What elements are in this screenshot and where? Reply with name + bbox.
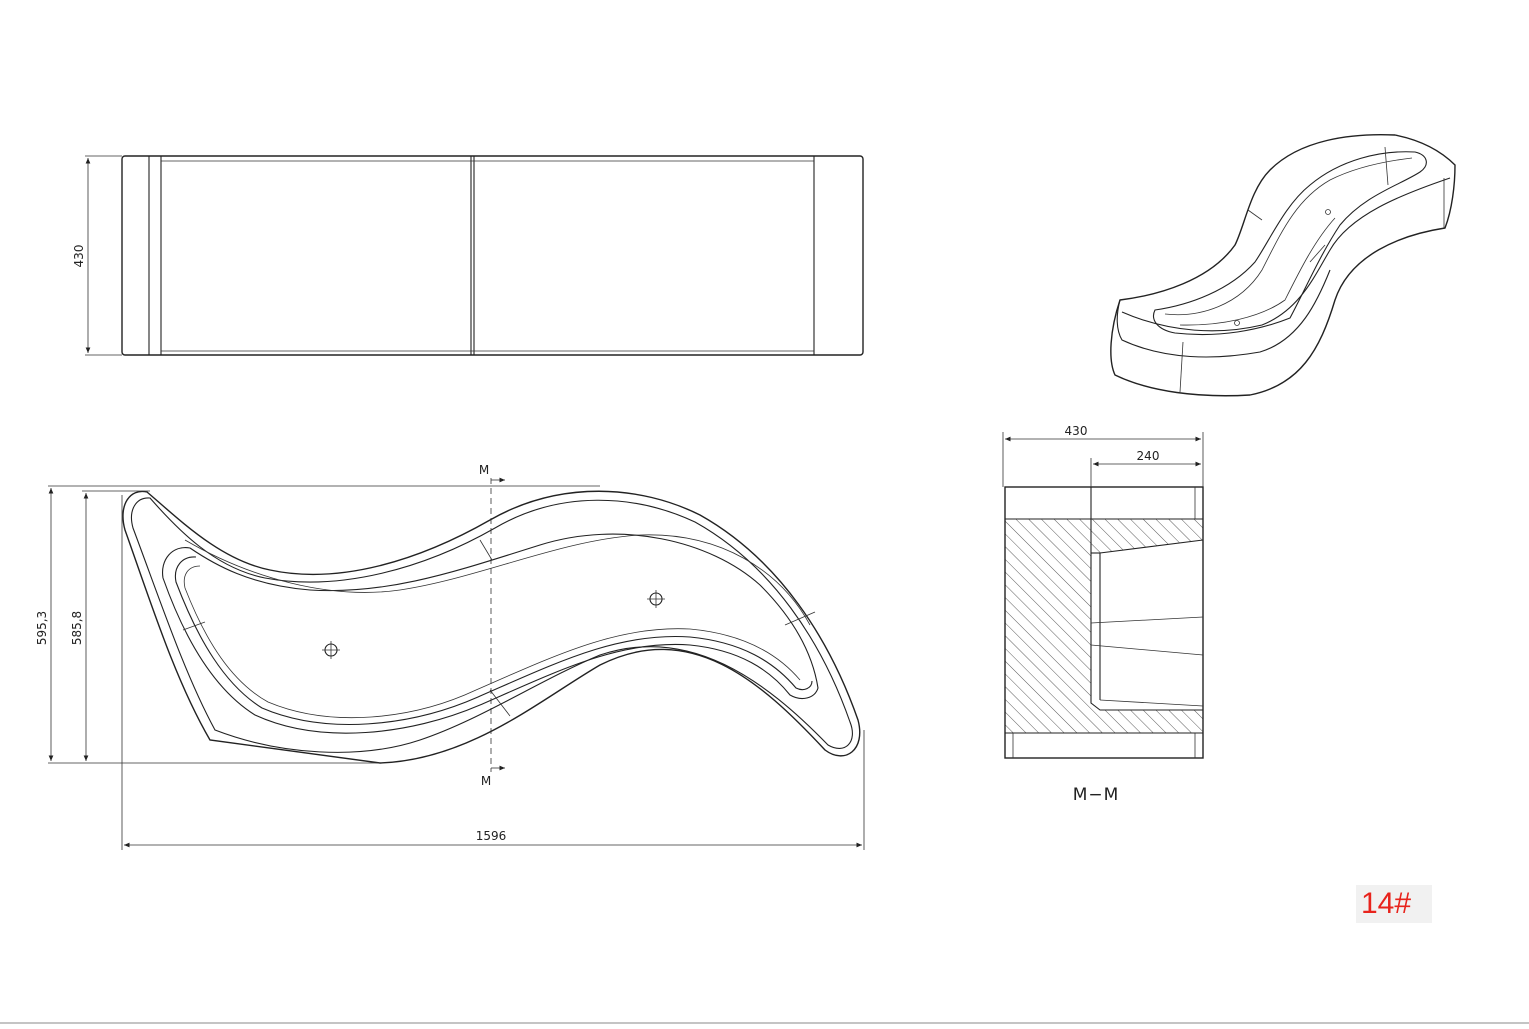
isometric-view: [1110, 133, 1456, 397]
section-total-dimension: 430: [1065, 424, 1088, 438]
drain-hole-left: [322, 641, 340, 659]
section-caption: M−M: [1073, 785, 1120, 805]
section-view-m-m: 430 240 M−M: [1002, 424, 1204, 805]
section-inner-dimension: 240: [1137, 449, 1160, 463]
plan-view: M M 595,3 585,8 1596: [35, 463, 865, 850]
inner-width-dimension: 585,8: [70, 611, 84, 645]
height-dimension: 430: [72, 245, 86, 268]
length-dimension: 1596: [476, 829, 507, 843]
sheet-label: 14#: [1361, 887, 1411, 920]
side-elevation-view: 430: [72, 155, 864, 356]
drain-hole-right: [647, 590, 665, 608]
section-mark-bottom: M: [481, 774, 491, 788]
outer-width-dimension: 595,3: [35, 611, 49, 645]
label-background: [1356, 885, 1432, 923]
section-mark-top: M: [479, 463, 489, 477]
